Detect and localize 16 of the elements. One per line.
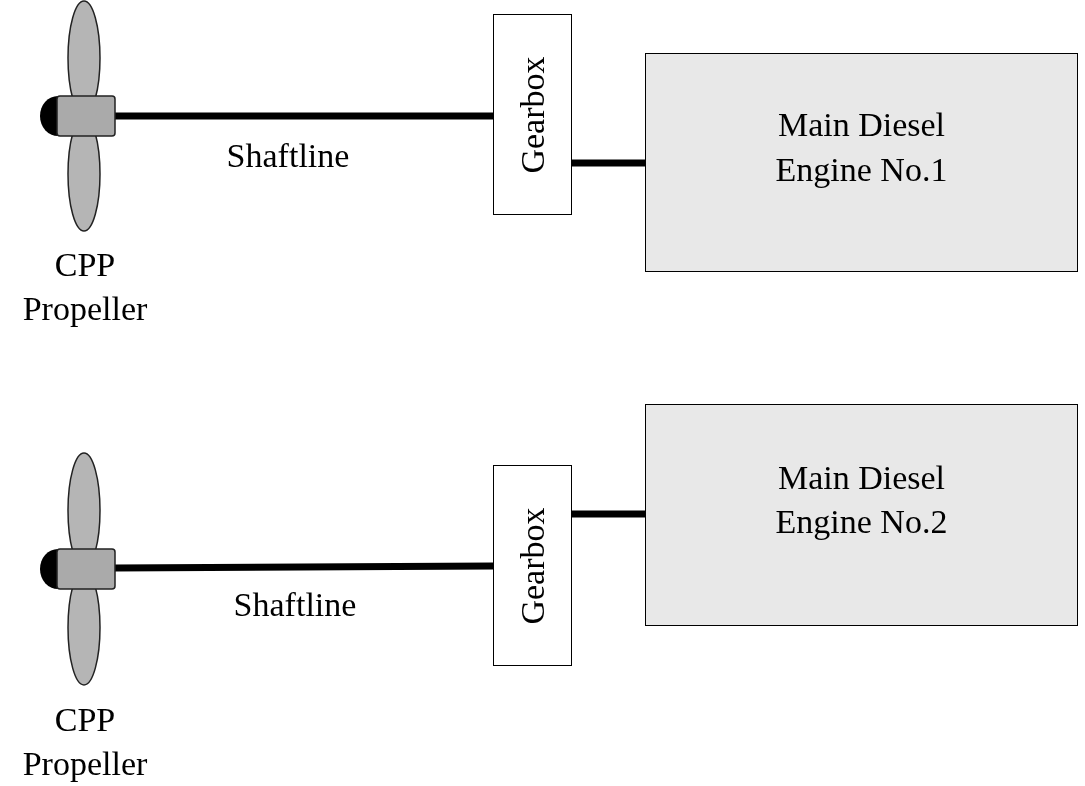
shaft-line bbox=[115, 562, 493, 572]
gearbox-label: Gearbox bbox=[512, 55, 552, 174]
propeller-label: CPP Propeller bbox=[21, 245, 149, 330]
propeller-drawing bbox=[40, 452, 118, 686]
shaft-line bbox=[115, 112, 493, 120]
propeller-drawing bbox=[40, 0, 118, 232]
engine-box bbox=[645, 404, 1078, 626]
engine-box bbox=[645, 53, 1078, 272]
propeller-label: CPP Propeller bbox=[21, 700, 149, 785]
gearbox-box bbox=[493, 14, 572, 215]
engine-label: Main Diesel Engine No.2 bbox=[774, 457, 949, 542]
engine-label: Main Diesel Engine No.1 bbox=[774, 105, 949, 190]
gearbox-label: Gearbox bbox=[512, 506, 552, 625]
shaft-line bbox=[572, 510, 645, 518]
gearbox-box bbox=[493, 465, 572, 666]
shaft-line bbox=[572, 159, 645, 167]
